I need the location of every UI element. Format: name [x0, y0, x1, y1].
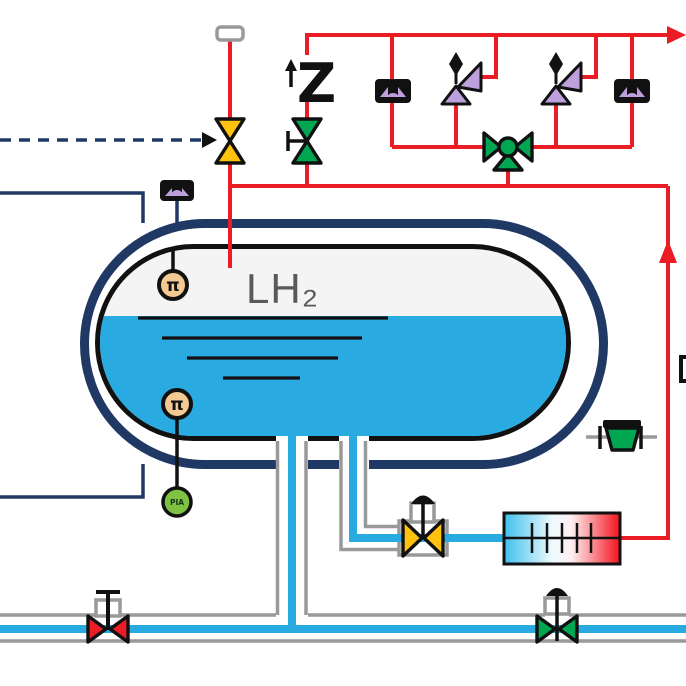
valve-dome-handle — [411, 495, 435, 504]
temp-bottom-label: π — [170, 395, 183, 415]
temp-top-label: π — [166, 276, 179, 296]
spring-icon — [449, 52, 463, 76]
regulator-symbol: Z — [297, 52, 336, 115]
liquid-line-to-vaporizer — [349, 430, 504, 542]
jacket-relief-device — [586, 420, 657, 452]
tank-label: LH₂ — [246, 265, 319, 312]
lh2-tank: LH₂ — [80, 219, 608, 469]
pressure-regulator: Z — [285, 52, 336, 115]
red-gas-circuit — [228, 26, 686, 540]
three-way-valve — [482, 131, 534, 172]
pressure-indicator: PIA — [161, 486, 193, 518]
flow-arrow-right-icon — [667, 26, 686, 44]
relief-valve-stems — [454, 104, 558, 147]
rupture-disc-left — [375, 79, 411, 103]
instruments: π π PIA — [157, 180, 194, 518]
safety-relief-valve-right — [540, 52, 583, 106]
signal-line-bottom — [0, 464, 145, 499]
valve-t-handle — [96, 590, 120, 630]
relief-cap — [603, 420, 641, 428]
top-symbols: Z — [214, 25, 650, 172]
pipe-jacket — [339, 441, 399, 552]
manifold-drop-c — [581, 35, 598, 79]
valve-handle — [286, 131, 307, 151]
pressure-label: PIA — [170, 498, 184, 507]
rupture-disc-right — [614, 79, 650, 103]
spring-icon — [549, 52, 563, 76]
edge-cropped-symbol — [679, 355, 686, 383]
pressure-build-valve-yellow — [401, 495, 445, 558]
valve-dome-handle — [546, 588, 568, 596]
safety-relief-valve-left — [440, 52, 483, 106]
liquid-level — [100, 316, 566, 436]
vent-cap — [215, 25, 245, 42]
vaporizer — [502, 511, 622, 566]
pressure-build-riser — [620, 186, 670, 540]
line-valves — [86, 420, 657, 644]
regulator-valve-green — [286, 117, 323, 165]
hx-fins — [530, 523, 593, 553]
manifold-drop-b — [481, 35, 498, 79]
relief-body — [604, 426, 641, 452]
signal-arrow-icon — [202, 132, 217, 148]
manifold-riser-and-top — [305, 33, 678, 186]
temperature-sensor-top: π — [157, 247, 189, 301]
fill-valve-green — [535, 588, 579, 644]
liquid-surface-lines — [138, 316, 388, 380]
flow-arrow-up-icon — [659, 240, 677, 263]
liquid-fill — [100, 316, 566, 436]
pipe-jacket — [363, 441, 399, 529]
flange-ticks — [598, 426, 643, 449]
up-arrow-head-icon — [285, 59, 297, 71]
temperature-sensor-bottom: π — [161, 388, 193, 488]
signal-lines — [0, 132, 217, 499]
jacket-gauge — [160, 180, 194, 223]
signal-line-top — [0, 191, 145, 223]
drain-valve-red — [86, 590, 130, 644]
vent-valve-yellow — [214, 117, 246, 165]
